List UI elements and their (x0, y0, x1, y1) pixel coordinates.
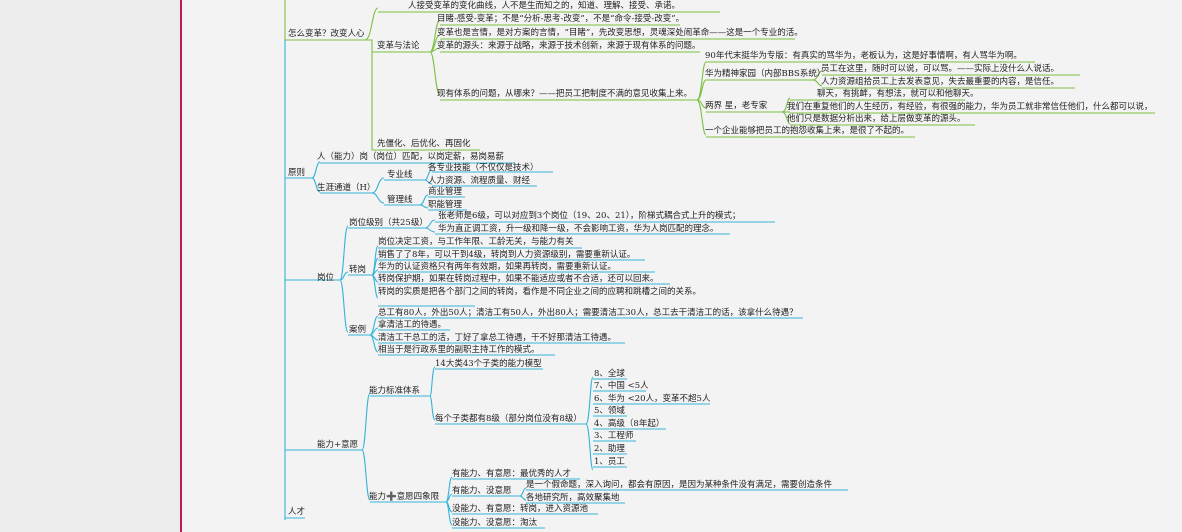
node-transfer-3[interactable]: 华为的认证资格只有两年有效期，如果再转岗，需要重新认证。 (378, 262, 617, 272)
node-transfer[interactable]: 转岗 (349, 265, 367, 275)
node-career-mgmt[interactable]: 管理线 (387, 195, 413, 205)
node-level-4[interactable]: 4、高级（8年起） (594, 419, 665, 429)
node-transfer-5[interactable]: 转岗的实质是把各个部门之间的转岗，看作是不同企业之间的应聘和跳槽之间的关系。 (378, 287, 702, 297)
page-left-border (180, 0, 182, 532)
node-case-1[interactable]: 总工有80人，外出50人；清洁工有50人，外出80人；需要清洁工30人，总工去干… (378, 308, 798, 318)
node-ability-each[interactable]: 每个子类都有8级（部分岗位没有8级） (435, 414, 582, 424)
node-hw-data[interactable]: 他们只是数据分析出来，给上层做变革的源头。 (787, 114, 966, 124)
node-level-3[interactable]: 3、工程师 (594, 431, 634, 441)
node-quad-3[interactable]: 没能力、有意愿：转岗，进入资源池 (452, 504, 589, 514)
node-level-1[interactable]: 1、员工 (594, 457, 625, 467)
node-quad[interactable]: 能力➕意愿四象限 (369, 492, 440, 502)
node-ability[interactable]: 能力+意愿 (317, 440, 359, 450)
node-career[interactable]: 生涯通道（H） (317, 183, 376, 193)
node-hw-chat[interactable]: 聊天，有挑衅，有想法，就可以和他聊天。 (817, 89, 979, 99)
node-hw-bbs[interactable]: 华为精神家园（内部BBS系统） (705, 69, 826, 79)
node-career-mgmt-1[interactable]: 商业管理 (428, 187, 463, 197)
green-branch-lines (284, 0, 1155, 151)
node-hw-bbs-1[interactable]: 员工在这里，随时可以说，可以骂。——实际上没什么人说话。 (821, 64, 1060, 74)
node-post-level-2[interactable]: 华为直正调工资，升一级和降一级，不会影响工资，华为人岗匹配的理念。 (438, 224, 719, 234)
node-quad-2b[interactable]: 各地研究所，高效聚集地 (526, 493, 620, 503)
node-career-pro-1[interactable]: 各专业技能（不仅仅是技术） (428, 163, 539, 173)
node-level-8[interactable]: 8、全球 (594, 369, 625, 379)
node-hw-bbs-2[interactable]: 人力资源组拾员工上去发表意见，失去最重要的内容，是信任。 (821, 77, 1060, 87)
node-ability-std[interactable]: 能力标准体系 (369, 386, 421, 396)
node-level-5[interactable]: 5、领域 (594, 406, 625, 416)
left-margin-panel (0, 0, 181, 532)
node-post-level-1[interactable]: 张老师是6级，可以对应到3个岗位（19、20、21），阶梯式耦合式上升的模式； (438, 211, 741, 221)
node-career-pro-2[interactable]: 人力资源、流程质量、财经 (428, 176, 531, 186)
node-level-6[interactable]: 6、华为 <20人，变革不超5人 (594, 394, 711, 404)
node-talent[interactable]: 人才 (288, 507, 306, 517)
node-career-mgmt-2[interactable]: 职能管理 (428, 200, 463, 210)
node-principle[interactable]: 原则 (288, 168, 306, 178)
node-quad-1[interactable]: 有能力、有意愿：最优秀的人才 (452, 469, 572, 479)
node-post[interactable]: 岗位 (317, 273, 335, 283)
node-hw-two-star[interactable]: 两界 星，老专家 (705, 101, 768, 111)
node-ability-std-1[interactable]: 14大类43个子类的能力模型 (435, 359, 542, 369)
node-case-3[interactable]: 清洁工干总工的活，丁好了拿总工待遇，干不好那清洁工待遇。 (378, 333, 617, 343)
node-quad-4[interactable]: 没能力、没意愿：淘汰 (452, 518, 538, 528)
node-hw-90s[interactable]: 90年代末挺华为专版：有真实的骂华为，老板认为，这是好事情啊，有人骂华为啊。 (705, 51, 1022, 61)
node-level-7[interactable]: 7、中国 <5人 (594, 381, 649, 391)
node-hw-respect[interactable]: 我们在重复他们的人生经历，有经验，有很强的能力，华为员工就非常信任他们，什么都可… (787, 102, 1153, 112)
node-level-2[interactable]: 2、助理 (594, 444, 625, 454)
node-change-lie[interactable]: 变革也是言情，是对方案的言情，“目睹”，先改变思想，灵魂深处闹革命——这是一个专… (437, 28, 803, 38)
node-transfer-1[interactable]: 岗位决定工资，与工作年限、工龄无关，与能力有关 (378, 237, 574, 247)
blue-branch-lines (284, 40, 848, 529)
node-hw-company[interactable]: 一个企业能够把员工的抱怨收集上来，是很了不起的。 (705, 126, 910, 136)
node-change-accept[interactable]: 人接受变革的变化曲线，人不是生而知之的，知道、理解、接受、承诺。 (408, 1, 681, 11)
node-change-source[interactable]: 变革的源头：来源于战略，来源于技术创新，来源于现有体系的问题。 (437, 41, 701, 51)
node-change-law[interactable]: 变革与法论 (377, 41, 420, 51)
node-principle-match[interactable]: 人（能力）岗（岗位）匹配，以岗定薪，易岗易薪 (317, 152, 505, 162)
node-change-first[interactable]: 先僵化、后优化、再固化 (377, 139, 471, 149)
node-quad-2a[interactable]: 是一个假命题，深入询问，都会有原因，是因为某种条件没有满足，需要创造条件 (526, 480, 833, 490)
node-change-existing[interactable]: 现有体系的问题，从哪来？——把员工把制度不满的意见收集上来。 (437, 89, 693, 99)
node-change-how[interactable]: 怎么变革？改变人心 (288, 29, 365, 39)
node-change-blind[interactable]: 目睹-感受-变革；不是“分析-思考-改变”，不是“命令-接受-改变”。 (437, 14, 685, 24)
node-transfer-2[interactable]: 销售了了8年，可以干到4级，转岗到人力资源级别，需要重新认证。 (378, 250, 636, 260)
node-transfer-4[interactable]: 转岗保护期，如果在转岗过程中，如果不能适应或者不合适，还可以回来。 (378, 274, 659, 284)
node-case-2[interactable]: 拿清洁工的待遇。 (378, 320, 447, 330)
node-career-pro[interactable]: 专业线 (387, 170, 413, 180)
node-case[interactable]: 案例 (349, 325, 367, 335)
node-post-level[interactable]: 岗位级别（共25级） (349, 218, 428, 228)
node-case-4[interactable]: 相当于是行政系里的副职主持工作的模式。 (378, 345, 540, 355)
node-quad-2[interactable]: 有能力、没意愿 (452, 486, 512, 496)
